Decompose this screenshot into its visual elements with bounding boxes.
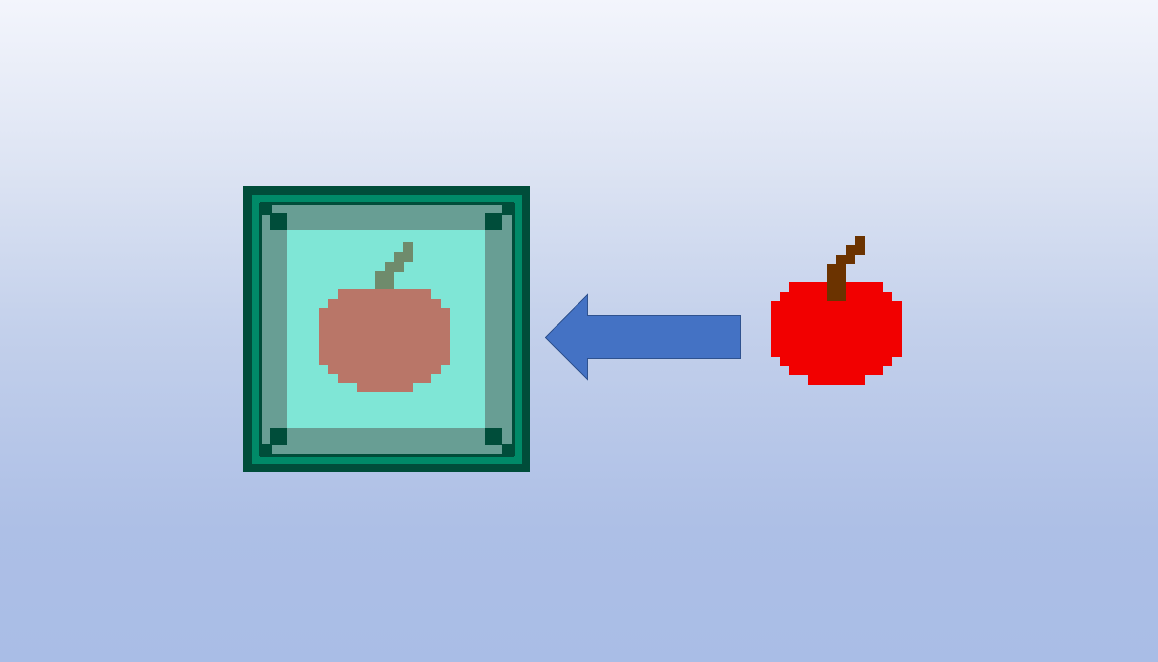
ghost-apple-body [319, 289, 450, 392]
ghost-apple-icon [319, 242, 450, 392]
apple-icon [771, 236, 902, 385]
item-frame-icon [243, 186, 530, 472]
frame-corner-bottom-left [252, 428, 287, 464]
frame-corner-bottom-right [485, 428, 522, 464]
arrow-shape [544, 293, 741, 381]
apple-stem [827, 236, 865, 301]
frame-corner-top-right [485, 195, 522, 230]
arrow-left-icon [544, 293, 741, 381]
frame-corner-top-left [252, 195, 287, 230]
